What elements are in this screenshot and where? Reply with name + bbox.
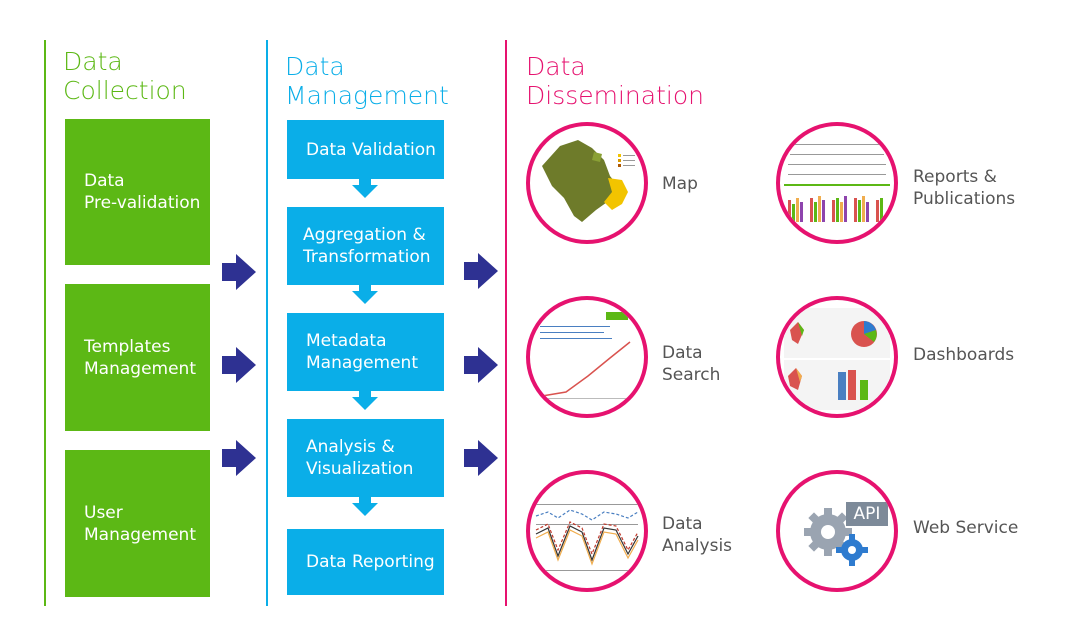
management-divider (266, 40, 268, 606)
dissemination-title: Data Dissemination (526, 52, 704, 110)
down-arrow-2 (352, 291, 378, 304)
management-title: Data Management (285, 52, 449, 110)
down-arrow-4 (352, 503, 378, 516)
aggregation-transformation-box: Aggregation & Transformation (287, 207, 444, 285)
search-thumbnail (526, 296, 648, 418)
user-management-box: User Management (65, 450, 210, 597)
collection-title: Data Collection (63, 47, 187, 105)
user-management-label: User Management (84, 502, 196, 545)
data-pre-validation-box: Data Pre-validation (65, 119, 210, 265)
down-arrow-1 (352, 185, 378, 198)
collection-arrow-1 (222, 254, 256, 290)
collection-arrow-2 (222, 347, 256, 383)
down-arrow-stem-1 (359, 179, 371, 185)
metadata-management-box: Metadata Management (287, 313, 444, 391)
down-arrow-stem-2 (359, 285, 371, 291)
data-reporting-box: Data Reporting (287, 529, 444, 595)
analysis-visualization-label: Analysis & Visualization (306, 437, 414, 479)
collection-arrow-3 (222, 440, 256, 476)
metadata-management-label: Metadata Management (306, 331, 418, 373)
web-service-label: Web Service (913, 518, 1019, 538)
management-arrow-2 (464, 347, 498, 383)
reports-publications-label: Reports & Publications (913, 167, 1016, 209)
dissemination-divider (505, 40, 507, 606)
management-arrow-1 (464, 253, 498, 289)
down-arrow-3 (352, 397, 378, 410)
data-search-label: Data Search (662, 343, 721, 385)
management-arrow-3 (464, 440, 498, 476)
templates-management-label: Templates Management (84, 336, 196, 379)
down-arrow-stem-4 (359, 497, 371, 503)
data-analysis-label: Data Analysis (662, 514, 733, 556)
collection-divider (44, 40, 46, 606)
data-validation-box: Data Validation (287, 120, 444, 179)
api-badge: API (853, 504, 881, 524)
map-label: Map (662, 174, 698, 194)
aggregation-transformation-label: Aggregation & Transformation (303, 225, 431, 267)
dashboards-label: Dashboards (913, 345, 1015, 365)
dashboard-thumbnail (776, 296, 898, 418)
map-thumbnail (526, 122, 648, 244)
analysis-visualization-box: Analysis & Visualization (287, 419, 444, 497)
api-gear-icon (804, 502, 888, 566)
web-service-thumbnail: API (776, 470, 898, 592)
data-validation-label: Data Validation (306, 139, 436, 160)
data-pre-validation-label: Data Pre-validation (84, 171, 201, 213)
templates-management-box: Templates Management (65, 284, 210, 431)
down-arrow-stem-3 (359, 391, 371, 397)
data-reporting-label: Data Reporting (306, 552, 435, 572)
report-thumbnail (776, 122, 898, 244)
analysis-thumbnail (526, 470, 648, 592)
